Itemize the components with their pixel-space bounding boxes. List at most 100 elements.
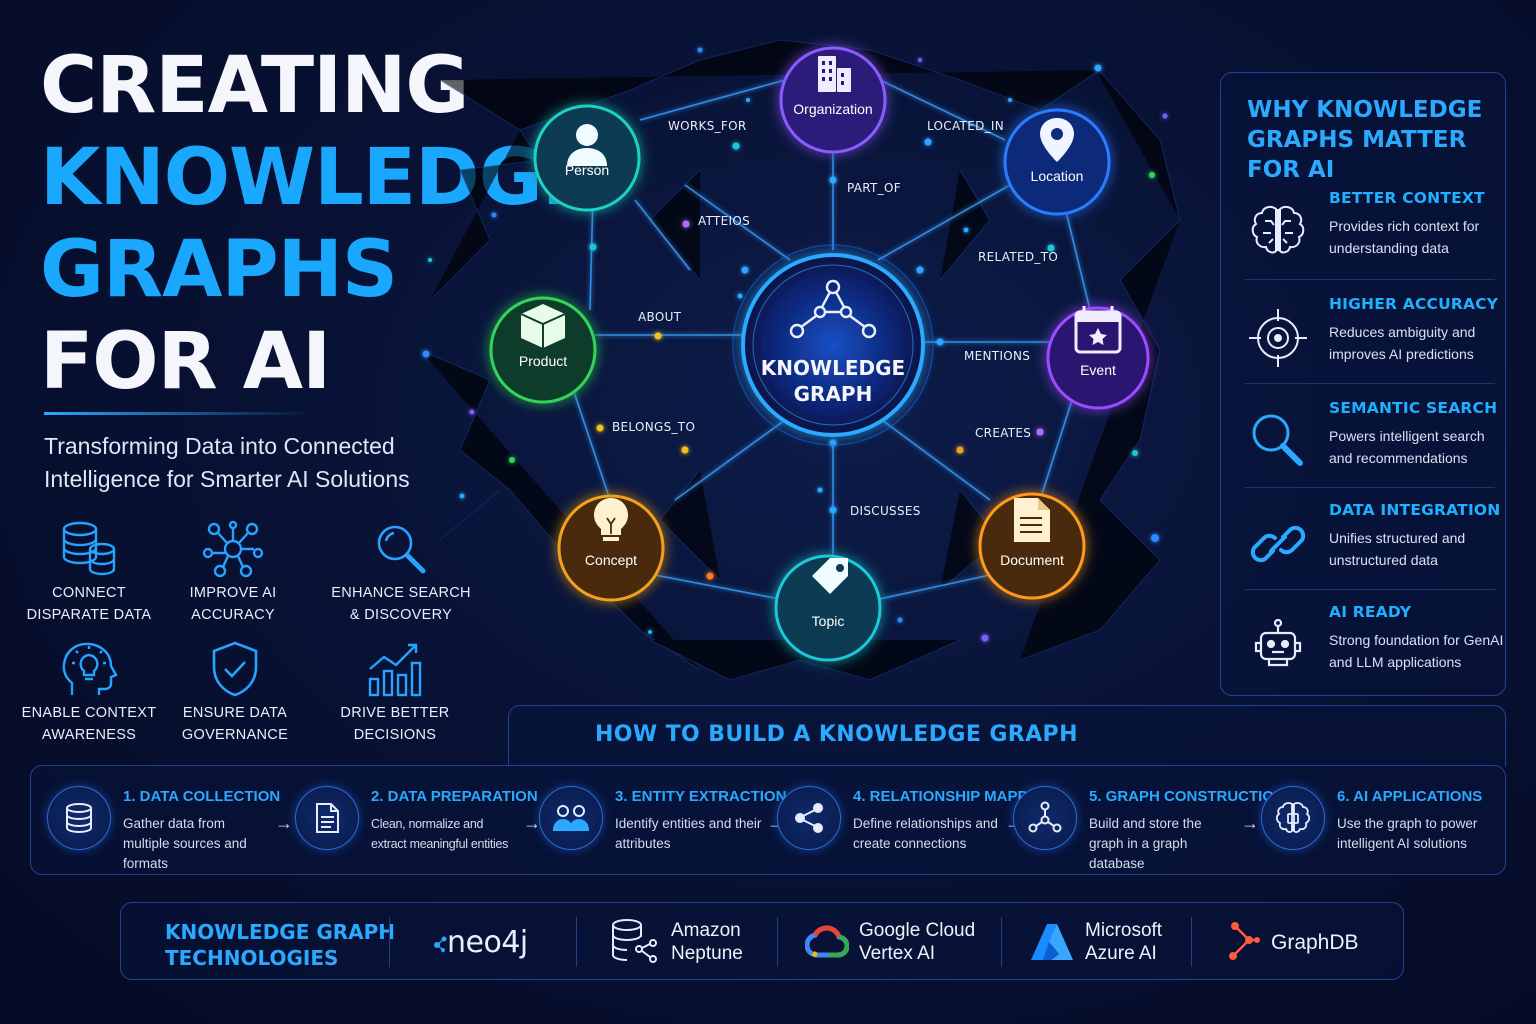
growth-chart-icon [320,636,470,702]
node-label-event: Event [1080,362,1116,378]
edge-label-located-in: LOCATED_IN [927,119,1004,133]
database-icon [47,786,111,850]
node-event: Event [1046,306,1150,410]
benefit-improve-accuracy: IMPROVE AI ACCURACY [158,516,308,626]
why-item-desc: Strong foundation for GenAI and LLM appl… [1329,632,1504,670]
why-divider [1245,487,1495,488]
step-desc: Gather data from multiple sources and fo… [123,816,247,871]
tech-graphdb: GraphDB [1227,903,1359,981]
people-icon [539,786,603,850]
hero-subtitle: Transforming Data into Connected Intelli… [44,433,410,492]
step-title: 6. AI APPLICATIONS [1337,788,1483,805]
graph-edges [564,79,1091,601]
step-title: 1. DATA COLLECTION [123,788,281,805]
tech-divider [777,917,778,967]
tech-divider [389,917,390,967]
node-topic: Topic [774,554,882,662]
calendar-icon [1074,306,1122,354]
node-label-location: Location [1031,168,1084,184]
edge-label-creates: CREATES [975,426,1031,440]
benefit-label: CONNECT DISPARATE DATA [26,585,152,623]
hero-divider [44,412,314,415]
technologies-bar: KNOWLEDGE GRAPH TECHNOLOGIES neo4j Amazo… [120,902,1404,980]
node-organization: Organization [779,46,887,154]
how-to-build-title: HOW TO BUILD A KNOWLEDGE GRAPH [595,722,1078,747]
why-item-desc: Provides rich context for understanding … [1329,218,1480,256]
edge-label-belongs-to: BELONGS_TO [612,420,695,434]
step-desc: Use the graph to power intelligent AI so… [1337,816,1478,851]
tech-microsoft-azure: Microsoft Azure AI [1029,903,1162,981]
step-relationship-mapping: 4. RELATIONSHIP MAPPING Define relations… [777,780,1054,860]
document-icon [1014,498,1050,542]
head-bulb-icon [14,636,164,702]
edge-label-discusses: DISCUSSES [850,504,921,518]
benefit-better-decisions: DRIVE BETTER DECISIONS [320,636,470,746]
why-divider [1245,383,1495,384]
edge-label-mentions: MENTIONS [964,349,1030,363]
step-title: 4. RELATIONSHIP MAPPING [853,788,1055,805]
step-desc: Build and store the graph in a graph dat… [1089,816,1202,871]
brain-icon [1245,199,1311,265]
document-icon [295,786,359,850]
tech-name: Google Cloud Vertex AI [859,920,976,964]
why-item-semantic-search: SEMANTIC SEARCH Powers intelligent searc… [1241,389,1501,493]
tech-name: neo4j [447,924,528,960]
map-pin-icon [1040,118,1074,162]
benefit-connect-data: CONNECT DISPARATE DATA [14,516,164,626]
knowledge-graph-diagram: WORKS_FOR LOCATED_IN PART_OF ATTEIOS REL… [419,39,1181,681]
benefit-data-governance: ENSURE DATA GOVERNANCE [160,636,310,746]
why-item-desc: Powers intelligent search and recommenda… [1329,428,1485,466]
step-title: 5. GRAPH CONSTRUCTION [1089,788,1285,805]
arrow-right-icon: → [523,813,541,833]
why-item-higher-accuracy: HIGHER ACCURACY Reduces ambiguity and im… [1241,285,1501,389]
search-icon [326,516,476,582]
graphdb-icon [1229,922,1260,960]
node-label-document: Document [1000,552,1064,568]
benefit-label: DRIVE BETTER DECISIONS [340,705,450,743]
step-entity-extraction: 3. ENTITY EXTRACTION Identify entities a… [539,780,786,860]
benefit-label: ENABLE CONTEXT AWARENESS [21,705,157,743]
edge-label-works-for: WORKS_FOR [668,119,747,133]
box-icon [520,304,566,348]
edge-label-related-to: RELATED_TO [978,250,1058,264]
graph-icon [1013,786,1077,850]
tech-divider [1001,917,1002,967]
benefit-label: IMPROVE AI ACCURACY [189,585,277,623]
why-item-title: HIGHER ACCURACY [1329,295,1499,313]
node-product: Product [489,296,597,404]
why-item-title: BETTER CONTEXT [1329,189,1485,207]
tech-name: Microsoft Azure AI [1085,920,1163,964]
edge-label-about: ABOUT [638,310,682,324]
node-label-topic: Topic [812,613,845,629]
hero-line-3: GRAPHS [40,225,398,315]
how-to-build-steps: 1. DATA COLLECTION Gather data from mult… [30,765,1506,875]
tech-amazon-neptune: Amazon Neptune [609,903,743,981]
benefit-context-awareness: ENABLE CONTEXT AWARENESS [14,636,164,746]
why-item-ai-ready: AI READY Strong foundation for GenAI and… [1241,593,1504,697]
node-label-organization: Organization [793,101,872,117]
ai-brain-icon [1261,786,1325,850]
tech-name: GraphDB [1271,930,1359,954]
edge-labels: WORKS_FOR LOCATED_IN PART_OF ATTEIOS REL… [612,119,1058,518]
shield-check-icon [160,636,310,702]
step-ai-applications: 6. AI APPLICATIONS Use the graph to powe… [1261,780,1501,860]
robot-icon [1245,613,1311,679]
step-title: 2. DATA PREPARATION [371,788,538,805]
node-label-product: Product [519,353,567,369]
step-data-preparation: 2. DATA PREPARATION Clean, normalize and… [295,780,541,860]
node-document: Document [978,492,1086,600]
why-item-data-integration: DATA INTEGRATION Unifies structured and … [1241,491,1501,595]
why-divider [1245,589,1495,590]
why-item-title: DATA INTEGRATION [1329,501,1501,519]
building-icon [818,56,851,92]
edge-label-attends: ATTEIOS [698,214,750,228]
edge-label-part-of: PART_OF [847,181,901,195]
node-location: Location [1003,108,1111,216]
step-data-collection: 1. DATA COLLECTION Gather data from mult… [47,780,293,871]
node-concept: Concept [557,494,665,602]
step-desc: Clean, normalize and extract meaningful … [371,817,509,851]
center-label-line-2: GRAPH [794,382,873,406]
why-panel-title: WHY KNOWLEDGE GRAPHS MATTER FOR AI [1247,97,1483,183]
step-graph-construction: 5. GRAPH CONSTRUCTION Build and store th… [1013,780,1285,871]
node-person: Person [533,104,641,212]
